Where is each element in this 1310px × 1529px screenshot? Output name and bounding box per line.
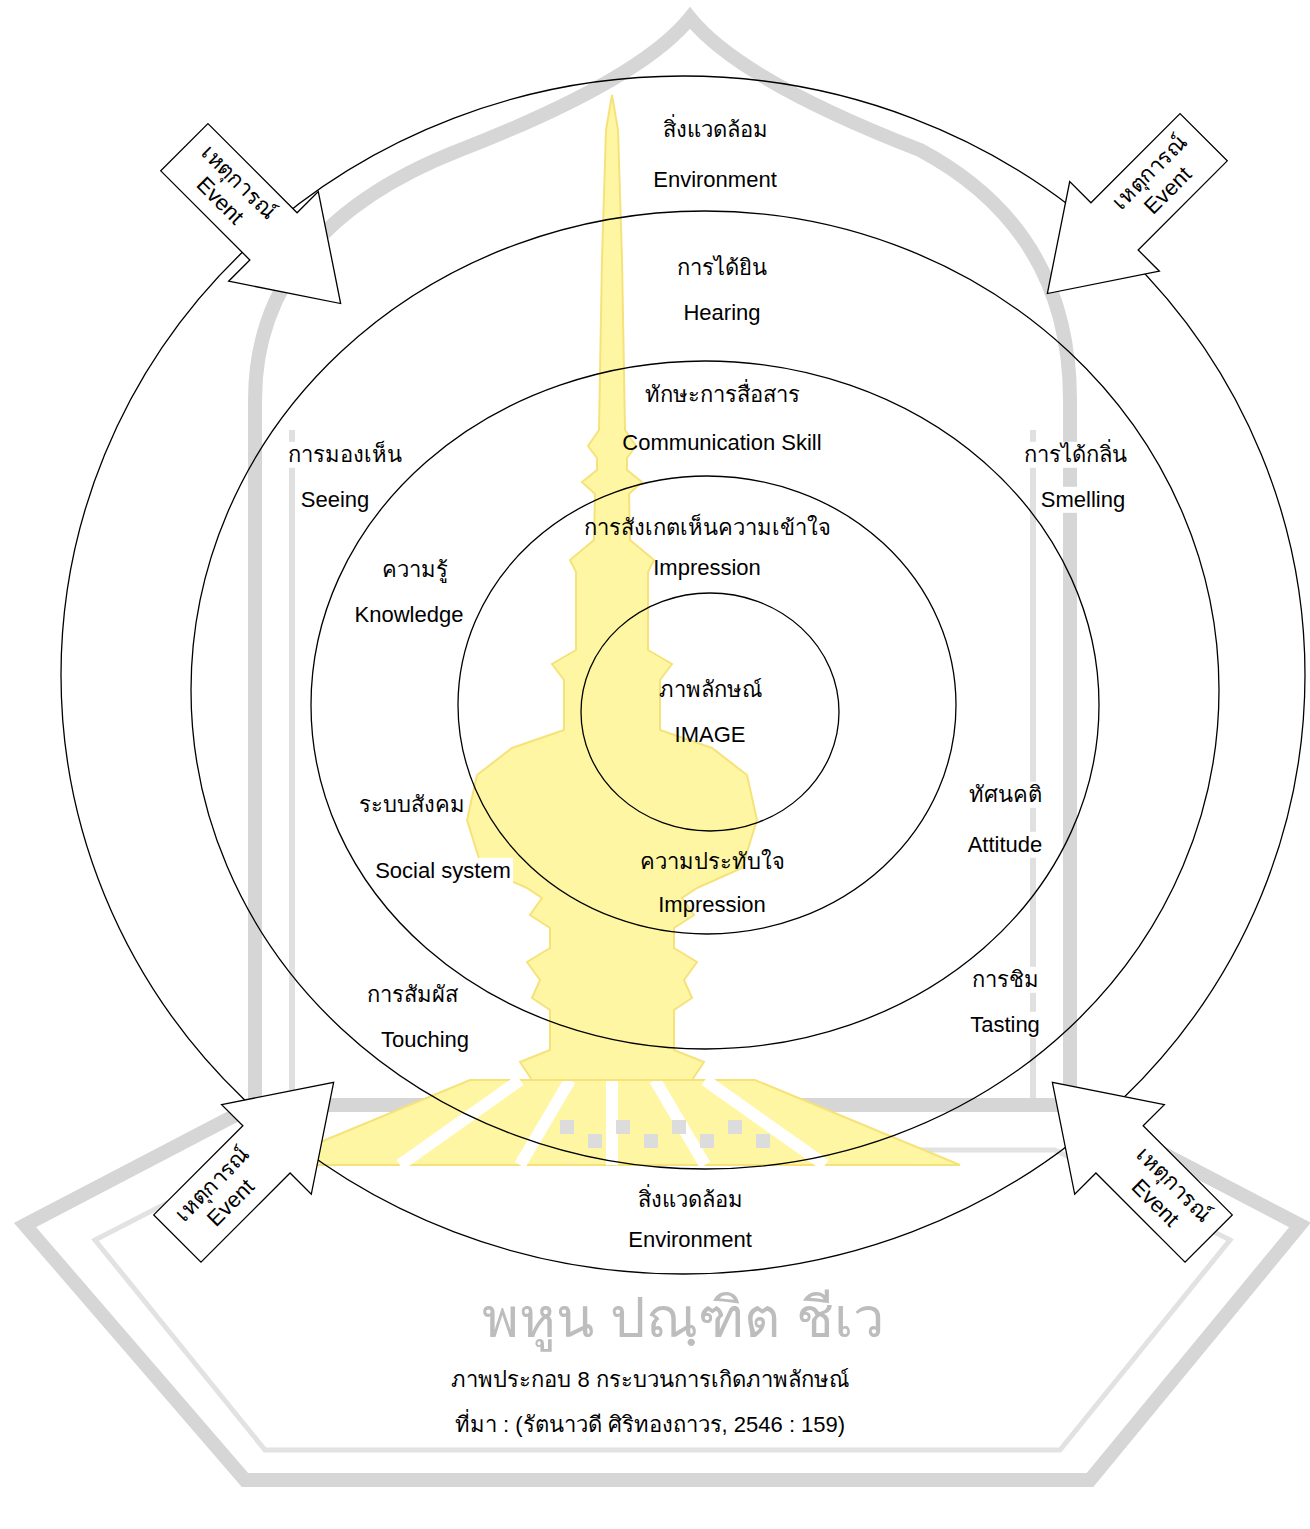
pattern-square	[728, 1120, 742, 1134]
base-pattern	[560, 1120, 770, 1148]
ring-label: Environment	[651, 167, 779, 193]
ring-ellipse	[311, 361, 1099, 1049]
ring-circle: การได้ยิน Hearing การมองเห็น Seeing การได้กล…	[190, 210, 1220, 1170]
ring-label: Social system	[373, 858, 513, 884]
label-anchor: Impression	[656, 892, 768, 918]
ring-label: Tasting	[968, 1012, 1042, 1038]
label-anchor: การมองเห็น	[286, 442, 404, 468]
pattern-square	[588, 1134, 602, 1148]
ring-label: IMAGE	[673, 722, 748, 748]
shield-arch	[255, 18, 1070, 1105]
arrow-outline	[132, 1037, 378, 1283]
label-anchor: การสังเกตเห็นความเข้าใจ	[582, 515, 833, 541]
label-anchor: ความรู้	[380, 557, 450, 583]
label-anchor: Environment	[651, 167, 779, 193]
label-anchor: ความประทับใจ	[638, 849, 787, 875]
pattern-square	[700, 1134, 714, 1148]
ring-label: Impression	[651, 555, 763, 581]
ring-label: การได้กลิ่น	[1022, 442, 1129, 468]
ring-label: ระบบสังคม	[357, 792, 467, 818]
ring-ellipse	[458, 476, 956, 934]
ring-circle: ทักษะการสื่อสาร Communication Skill ความรู…	[310, 360, 1100, 1050]
ring-label: สิ่งแวดล้อม	[661, 117, 770, 143]
pattern-square	[644, 1134, 658, 1148]
event-arrow-shape	[132, 1037, 378, 1283]
circle-outline	[580, 592, 840, 832]
event-arrow: เหตุการณ์Event	[1002, 92, 1248, 338]
label-anchor: Tasting	[968, 1012, 1042, 1038]
arrow-outline	[139, 102, 385, 348]
ring-ellipse	[191, 211, 1219, 1169]
ring-label: การสังเกตเห็นความเข้าใจ	[582, 515, 833, 541]
ring-label: Smelling	[1039, 487, 1127, 513]
event-arrow-shape	[139, 102, 385, 348]
ring-label: Seeing	[299, 487, 372, 513]
ring-circle: การสังเกตเห็นความเข้าใจ Impression ความประ…	[457, 475, 957, 935]
label-anchor: Social system	[373, 858, 513, 884]
stupa-base-rays	[400, 1080, 825, 1165]
label-anchor: Impression	[651, 555, 763, 581]
watermark: พหูน ปณฺฑิต ชีเว	[480, 1284, 885, 1351]
event-arrow-shape	[1007, 1037, 1253, 1283]
label-anchor: ทัศนคติ	[967, 782, 1044, 808]
ring-label: ทัศนคติ	[967, 782, 1044, 808]
ring-label: ทักษะการสื่อสาร	[643, 382, 802, 408]
ring-label: สิ่งแวดล้อม	[636, 1187, 745, 1213]
ring-label: Touching	[379, 1027, 471, 1053]
label-anchor: การได้ยิน	[675, 255, 769, 281]
arrow-outline	[1002, 92, 1248, 338]
pattern-square	[560, 1120, 574, 1134]
ring-label: Environment	[626, 1227, 754, 1253]
label-anchor: ระบบสังคม	[357, 792, 467, 818]
ring-ellipse	[581, 593, 839, 831]
label-anchor: ภาพประกอบ 8 กระบวนการเกิดภาพลักษณ์	[449, 1367, 850, 1393]
ring-label: Hearing	[681, 300, 762, 326]
label-anchor: สิ่งแวดล้อม	[661, 117, 770, 143]
label-anchor: ภาพลักษณ์	[657, 677, 764, 703]
label-anchor: ที่มา : (รัตนาวดี ศิริทองถาวร, 2546 : 15…	[453, 1412, 847, 1438]
label-anchor: Communication Skill	[620, 430, 823, 456]
label-anchor: Environment	[626, 1227, 754, 1253]
pattern-square	[672, 1120, 686, 1134]
ring-label: การได้ยิน	[675, 255, 769, 281]
stupa-base-fan	[265, 1080, 960, 1165]
ring-label: Communication Skill	[620, 430, 823, 456]
label-anchor: Touching	[379, 1027, 471, 1053]
ring-label: ความประทับใจ	[638, 849, 787, 875]
pattern-square	[616, 1120, 630, 1134]
ring-label: ความรู้	[380, 557, 450, 583]
label-anchor: Hearing	[681, 300, 762, 326]
label-anchor: พหูน ปณฺฑิต ชีเว	[480, 1284, 885, 1351]
label-anchor: ทักษะการสื่อสาร	[643, 382, 802, 408]
label-anchor: Seeing	[299, 487, 372, 513]
ring-label: การสัมผัส	[365, 982, 460, 1008]
arrow-outline	[1007, 1037, 1253, 1283]
ring-label: Knowledge	[353, 602, 466, 628]
event-arrow: เหตุการณ์Event	[1007, 1037, 1253, 1283]
label-anchor: การได้กลิ่น	[1022, 442, 1129, 468]
label-anchor: การชิม	[970, 967, 1041, 993]
label-anchor: สิ่งแวดล้อม	[636, 1187, 745, 1213]
label-anchor: IMAGE	[673, 722, 748, 748]
event-arrow: เหตุการณ์Event	[132, 1037, 378, 1283]
label-anchor: Smelling	[1039, 487, 1127, 513]
circle-outline	[310, 360, 1100, 1050]
source-note: ที่มา : (รัตนาวดี ศิริทองถาวร, 2546 : 15…	[453, 1412, 847, 1438]
ring-label: การชิม	[970, 967, 1041, 993]
label-anchor: การสัมผัส	[365, 982, 460, 1008]
ring-label: การมองเห็น	[286, 442, 404, 468]
ring-label: Attitude	[966, 832, 1045, 858]
figure-caption: ภาพประกอบ 8 กระบวนการเกิดภาพลักษณ์	[449, 1367, 850, 1393]
ring-circle: ภาพลักษณ์ IMAGE	[580, 592, 840, 832]
label-anchor: Attitude	[966, 832, 1045, 858]
ring-ellipse	[61, 76, 1305, 1274]
stupa	[467, 95, 757, 1080]
pattern-square	[756, 1134, 770, 1148]
ring-label: Impression	[656, 892, 768, 918]
label-anchor: Knowledge	[353, 602, 466, 628]
ring-label: ภาพลักษณ์	[657, 677, 764, 703]
event-arrow: เหตุการณ์Event	[139, 102, 385, 348]
event-arrow-shape	[1002, 92, 1248, 338]
